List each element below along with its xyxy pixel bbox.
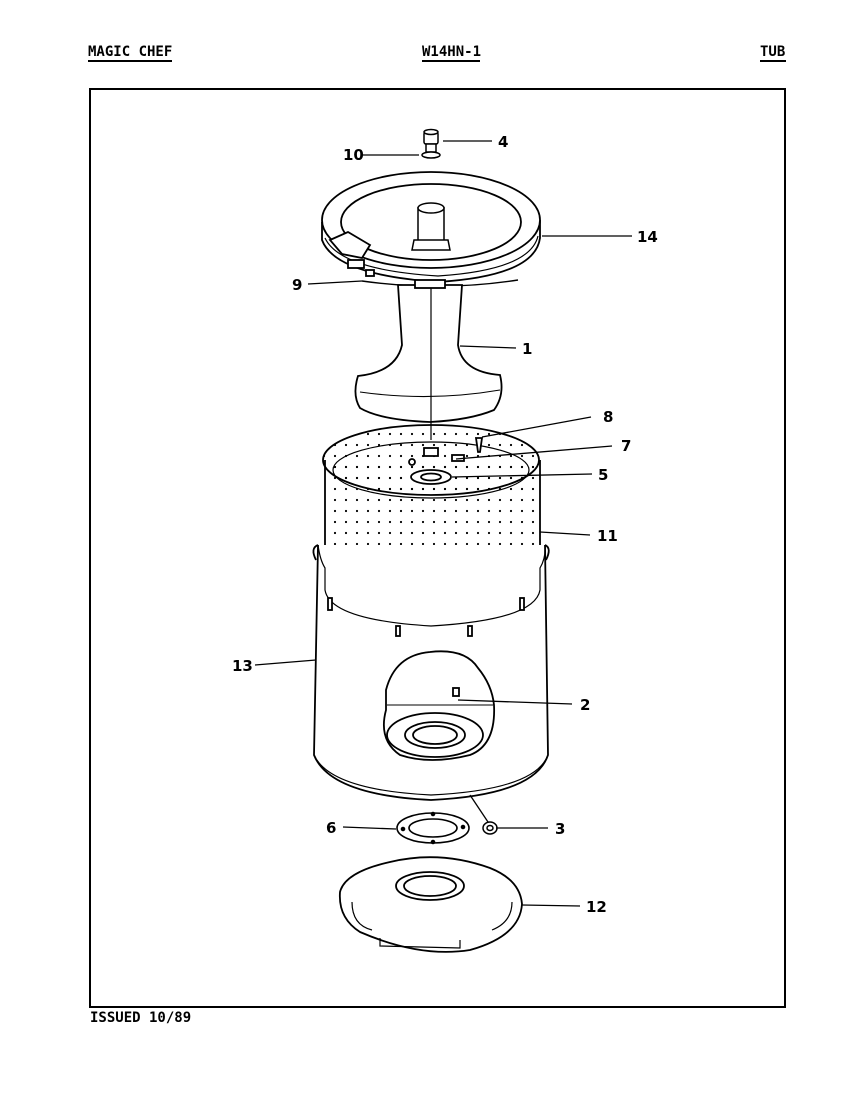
callout-7: 7 (621, 437, 631, 455)
callout-9: 9 (292, 276, 302, 294)
diagram-frame (89, 88, 786, 1008)
brand-underline (88, 60, 172, 62)
section-underline (760, 60, 786, 62)
brand-label: MAGIC CHEF (88, 44, 173, 60)
callout-11: 11 (597, 527, 618, 545)
part-center-post (411, 202, 451, 251)
part-bottom-cover (338, 856, 523, 953)
callout-8: 8 (603, 408, 613, 426)
part-outer-tub (312, 544, 550, 801)
model-underline (422, 60, 480, 62)
callout-12: 12 (586, 898, 607, 916)
callout-10: 10 (343, 146, 364, 164)
callout-5: 5 (598, 466, 608, 484)
part-ring (421, 151, 441, 159)
part-tube (354, 279, 503, 440)
issued-date: ISSUED 10/89 (90, 1010, 192, 1026)
callout-3: 3 (555, 820, 565, 838)
callout-6: 6 (326, 819, 336, 837)
model-label: W14HN-1 (422, 44, 482, 60)
callout-4: 4 (498, 133, 508, 151)
callout-2: 2 (580, 696, 590, 714)
callout-1: 1 (522, 340, 532, 358)
callout-14: 14 (637, 228, 658, 246)
part-cap-nut (423, 128, 439, 153)
part-nut (482, 821, 498, 835)
callout-13: 13 (232, 657, 253, 675)
section-label: TUB (760, 44, 786, 60)
callout-leaders (254, 140, 632, 907)
part-gasket (396, 811, 470, 845)
